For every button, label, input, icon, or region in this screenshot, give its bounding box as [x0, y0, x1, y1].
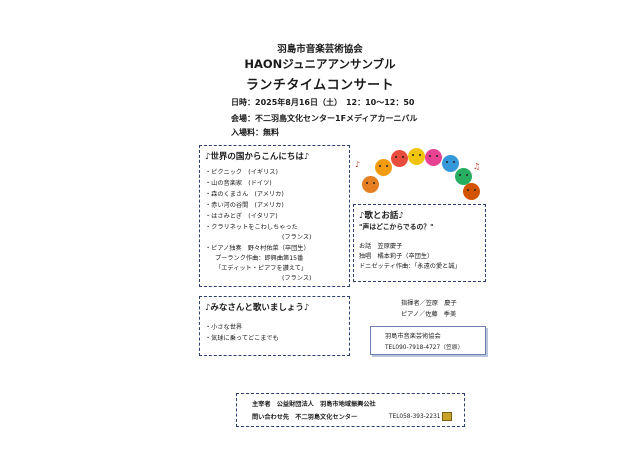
child-face-icon [362, 176, 379, 193]
program-item: ・気球に乗ってどこまでも [205, 335, 279, 342]
footer-tel-wrap: TEL058-393-2231 [389, 412, 452, 421]
child-face-icon [425, 149, 442, 166]
program-item-country: (フランス) [282, 234, 312, 241]
children-faces-illustration: ♪ ♫ [355, 146, 485, 202]
program-item: ・小さな世界 [205, 324, 243, 331]
program-box-talk: ♪歌とお話♪ "声はどこからでるの？" お話 笠原慶子 独唱 橘本莉子（卒団生）… [353, 204, 486, 282]
section-heading-sing: ♪みなさんと歌いましょう♪ [205, 303, 310, 313]
music-note-icon: ♪ [355, 160, 361, 169]
footer-box: 主宰者 公益財団法人 羽島市地域振興公社 問い合わせ先 不二羽島文化センター T… [236, 393, 465, 427]
footer-inquiry: 問い合わせ先 不二羽島文化センター [252, 414, 358, 421]
program-box-sing: ♪みなさんと歌いましょう♪ ・小さな世界 ・気球に乗ってどこまでも [199, 296, 350, 356]
section-heading-talk: ♪歌とお話♪ [359, 211, 404, 221]
event-venue: 会場：不二羽島文化センター1Fメディアカーニバル [231, 114, 418, 123]
organizer-name: 羽島市音楽芸術協会 [277, 44, 363, 55]
concert-title: ランチタイムコンサート [245, 78, 395, 93]
program-item: ・山の音楽家 (ドイツ) [205, 180, 272, 187]
phone-icon [441, 412, 452, 421]
program-item: ・ピアノ独奏 野々村佑菜（卒団生） [205, 245, 310, 252]
program-item: ・森のくまさん (アメリカ) [205, 191, 284, 198]
talk-line: 独唱 橘本莉子（卒団生） [359, 253, 434, 260]
contact-org: 羽島市音楽芸術協会 [385, 333, 441, 340]
contact-tel: TEL090-7918-4727（笠原） [385, 345, 464, 351]
child-face-icon [463, 183, 480, 200]
contact-card: 羽島市音楽芸術協会 TEL090-7918-4727（笠原） [370, 326, 486, 355]
program-item-country: (フランス) [282, 275, 312, 282]
music-note-icon: ♫ [473, 162, 481, 171]
event-datetime: 日時：2025年8月16日（土） 12：10〜12：50 [231, 98, 415, 107]
program-item: ・はさみとぎ (イタリア) [205, 213, 278, 220]
program-item-subtitle: 「エディット・ピアフを讃えて」 [215, 265, 308, 272]
piano-credit: ピアノ／佐藤 季美 [401, 311, 457, 318]
event-fee: 入場料：無料 [231, 128, 279, 137]
talk-line: ドニゼッティ作曲：「永遠の愛と誠」 [359, 263, 461, 270]
child-face-icon [408, 148, 425, 165]
child-face-icon [375, 159, 392, 176]
program-item: ・赤い河の谷間 (アメリカ) [205, 202, 284, 209]
child-face-icon [455, 168, 472, 185]
ensemble-name: HAONジュニアアンサンブル [244, 57, 396, 71]
program-item-composer: プーランク作曲：即興曲第15番 [215, 255, 304, 262]
footer-tel: TEL058-393-2231 [389, 414, 441, 420]
program-item: ・クラリネットをこわしちゃった [205, 224, 298, 231]
child-face-icon [442, 155, 459, 172]
talk-subtitle: "声はどこからでるの？" [359, 223, 434, 231]
program-item: ・ピクニック (イギリス) [205, 169, 278, 176]
conductor-credit: 指揮者／笠原 慶子 [401, 300, 457, 307]
program-box-world: ♪世界の国からこんにちは♪ ・ピクニック (イギリス) ・山の音楽家 (ドイツ)… [199, 145, 350, 287]
footer-host: 主宰者 公益財団法人 羽島市地域振興公社 [252, 401, 376, 408]
talk-line: お話 笠原慶子 [359, 243, 403, 250]
section-heading-world: ♪世界の国からこんにちは♪ [205, 152, 310, 162]
child-face-icon [391, 150, 408, 167]
